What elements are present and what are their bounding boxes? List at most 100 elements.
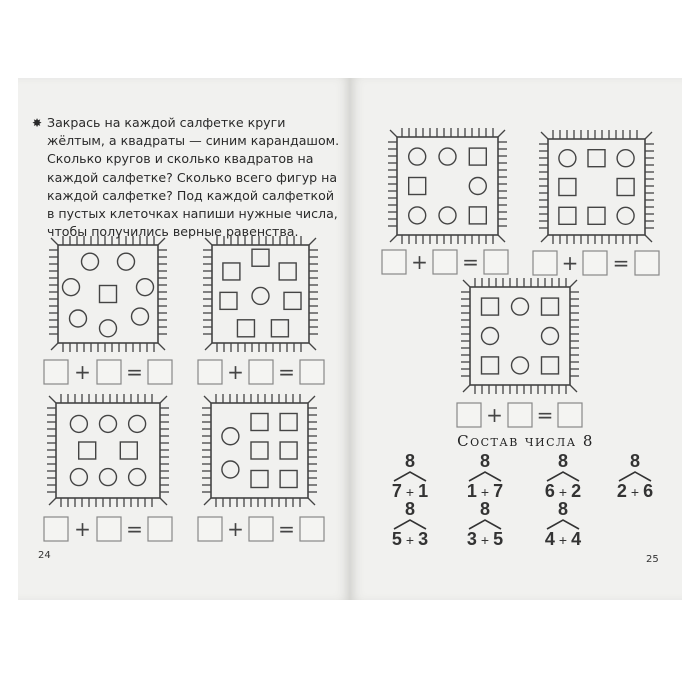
fringe-corner bbox=[157, 342, 166, 351]
square-shape[interactable] bbox=[250, 412, 269, 432]
circle-shape[interactable] bbox=[69, 414, 89, 434]
circle-shape[interactable] bbox=[408, 147, 427, 166]
square-shape[interactable] bbox=[222, 262, 241, 281]
circle-shape[interactable] bbox=[80, 252, 100, 271]
circle-shape[interactable] bbox=[98, 319, 118, 338]
equals-sign: = bbox=[126, 360, 143, 384]
circle-shape[interactable] bbox=[540, 326, 560, 346]
square-shape[interactable] bbox=[279, 412, 298, 432]
circle-shape[interactable] bbox=[68, 309, 88, 328]
napkin-border bbox=[55, 402, 161, 499]
square-shape[interactable] bbox=[468, 206, 487, 225]
circle-shape[interactable] bbox=[127, 414, 147, 434]
fringe-corner bbox=[204, 342, 213, 351]
answer-box-1[interactable] bbox=[197, 359, 223, 385]
answer-box-3[interactable] bbox=[299, 516, 325, 542]
answer-box-1[interactable] bbox=[197, 516, 223, 542]
answer-box-2[interactable] bbox=[582, 250, 608, 276]
napkin-border bbox=[396, 136, 499, 236]
circle-shape[interactable] bbox=[408, 206, 427, 225]
answer-box-1[interactable] bbox=[456, 402, 482, 428]
circle-shape[interactable] bbox=[116, 252, 136, 271]
square-shape[interactable] bbox=[616, 177, 635, 197]
answer-box-1[interactable] bbox=[43, 516, 69, 542]
square-shape[interactable] bbox=[587, 206, 606, 226]
number-composition-7: 8 4+4 bbox=[533, 500, 593, 549]
square-shape[interactable] bbox=[283, 291, 302, 311]
square-shape[interactable] bbox=[468, 147, 487, 166]
square-shape[interactable] bbox=[278, 262, 297, 281]
answer-box-3[interactable] bbox=[147, 359, 173, 385]
napkin-1 bbox=[49, 236, 167, 352]
composition-part-b: 7 bbox=[493, 481, 504, 501]
fringe-corner bbox=[644, 234, 653, 243]
circle-shape[interactable] bbox=[135, 277, 155, 297]
circle-shape[interactable] bbox=[251, 286, 270, 306]
circle-shape[interactable] bbox=[510, 356, 530, 375]
answer-box-3[interactable] bbox=[483, 249, 509, 275]
square-shape[interactable] bbox=[251, 248, 270, 267]
branch-icon bbox=[393, 471, 427, 482]
number-composition-4: 8 2+6 bbox=[605, 452, 665, 501]
fringe-corner bbox=[497, 234, 506, 243]
composition-part-b: 6 bbox=[643, 481, 654, 501]
square-shape[interactable] bbox=[119, 441, 139, 460]
square-shape[interactable] bbox=[236, 319, 256, 338]
square-shape[interactable] bbox=[219, 291, 238, 311]
circle-shape[interactable] bbox=[616, 206, 635, 226]
task-star-icon: ✸ bbox=[32, 116, 43, 130]
branch-icon bbox=[546, 471, 580, 482]
square-shape[interactable] bbox=[587, 148, 606, 168]
answer-box-2[interactable] bbox=[507, 402, 533, 428]
square-shape[interactable] bbox=[558, 206, 577, 226]
square-shape[interactable] bbox=[480, 297, 500, 316]
napkin-border bbox=[211, 244, 310, 344]
square-shape[interactable] bbox=[250, 469, 269, 489]
circle-shape[interactable] bbox=[221, 427, 240, 446]
fringe-corner bbox=[159, 395, 168, 404]
circle-shape[interactable] bbox=[438, 206, 457, 225]
answer-box-3[interactable] bbox=[147, 516, 173, 542]
square-shape[interactable] bbox=[279, 441, 298, 460]
answer-box-2[interactable] bbox=[248, 359, 274, 385]
answer-box-2[interactable] bbox=[432, 249, 458, 275]
square-shape[interactable] bbox=[250, 441, 269, 460]
square-shape[interactable] bbox=[558, 177, 577, 197]
fringe-corner bbox=[540, 131, 549, 140]
answer-box-2[interactable] bbox=[96, 359, 122, 385]
square-shape[interactable] bbox=[408, 176, 427, 196]
answer-box-1[interactable] bbox=[381, 249, 407, 275]
answer-box-3[interactable] bbox=[557, 402, 583, 428]
circle-shape[interactable] bbox=[127, 467, 147, 487]
circle-shape[interactable] bbox=[468, 176, 487, 196]
square-shape[interactable] bbox=[540, 297, 560, 316]
answer-box-3[interactable] bbox=[634, 250, 660, 276]
circle-shape[interactable] bbox=[558, 148, 577, 168]
circle-shape[interactable] bbox=[480, 326, 500, 346]
branch-icon bbox=[468, 471, 502, 482]
square-shape[interactable] bbox=[540, 356, 560, 375]
circle-shape[interactable] bbox=[130, 307, 150, 326]
answer-box-2[interactable] bbox=[248, 516, 274, 542]
circle-shape[interactable] bbox=[510, 297, 530, 316]
circle-shape[interactable] bbox=[221, 460, 240, 479]
circle-shape[interactable] bbox=[98, 414, 118, 434]
answer-box-1[interactable] bbox=[43, 359, 69, 385]
circle-shape[interactable] bbox=[98, 467, 118, 487]
square-shape[interactable] bbox=[480, 356, 500, 375]
circle-shape[interactable] bbox=[61, 277, 81, 297]
composition-total: 8 bbox=[629, 451, 640, 471]
plus-sign: + bbox=[486, 403, 503, 427]
circle-shape[interactable] bbox=[616, 148, 635, 168]
square-shape[interactable] bbox=[279, 469, 298, 489]
fringe-corner bbox=[48, 395, 57, 404]
answer-box-3[interactable] bbox=[299, 359, 325, 385]
composition-part-a: 6 bbox=[544, 481, 555, 501]
circle-shape[interactable] bbox=[438, 147, 457, 166]
square-shape[interactable] bbox=[98, 284, 118, 304]
answer-box-1[interactable] bbox=[532, 250, 558, 276]
answer-box-2[interactable] bbox=[96, 516, 122, 542]
square-shape[interactable] bbox=[270, 319, 290, 338]
circle-shape[interactable] bbox=[69, 467, 89, 487]
square-shape[interactable] bbox=[77, 441, 97, 460]
